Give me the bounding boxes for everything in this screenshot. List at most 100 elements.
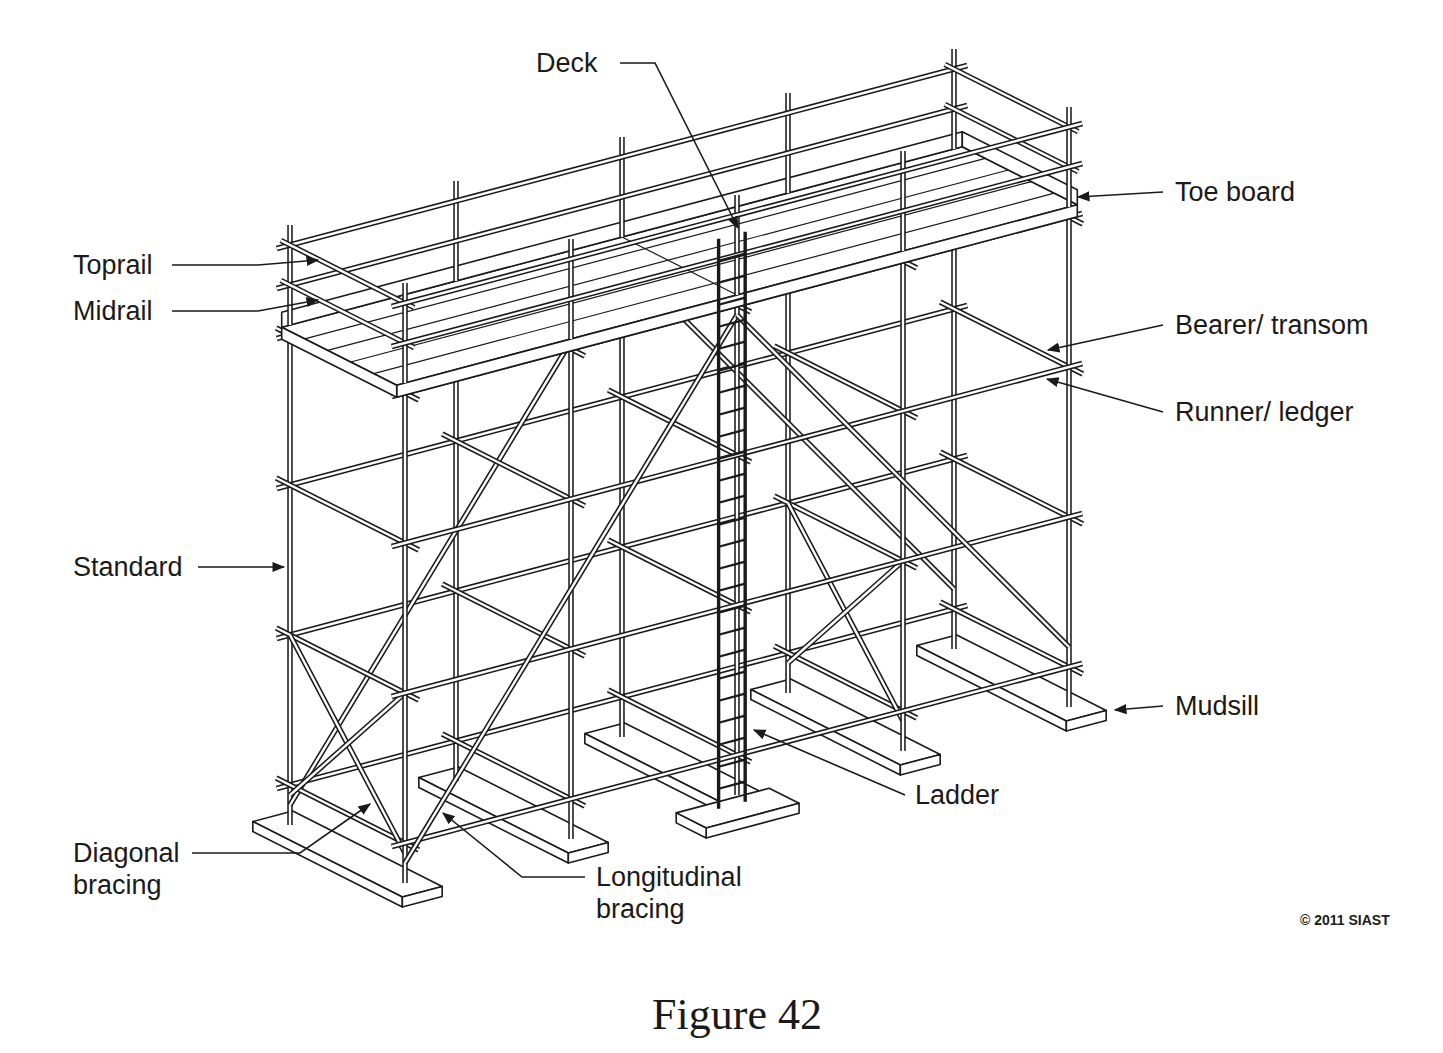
ladder-rung [719, 716, 746, 723]
standard-tube-core [1068, 207, 1070, 707]
mudsill-board [917, 635, 1106, 721]
bearer-tube [276, 628, 419, 700]
guard-rail [392, 163, 1083, 346]
leader-line [1115, 706, 1163, 710]
standard-tube [900, 251, 906, 751]
bearer-tube [442, 584, 585, 656]
guard-rail-core [392, 163, 1083, 346]
ladder-rung [719, 276, 746, 283]
guard-rail [277, 105, 968, 288]
leader-line [754, 730, 905, 795]
standard-tube [734, 295, 740, 795]
brace-tube-core [737, 315, 1069, 647]
part-label: Mudsill [1175, 690, 1259, 722]
ladder-rung [719, 298, 746, 305]
bearer-tube-core [442, 584, 585, 656]
ladder-rung [719, 540, 746, 547]
mudsill-board [751, 679, 940, 765]
ladder-rung [719, 408, 746, 415]
ladder-rung [719, 474, 746, 481]
standard-tube [619, 137, 625, 237]
ladder-rung [719, 606, 746, 613]
standard-tube [1066, 107, 1072, 207]
guard-rail-core [277, 105, 968, 288]
runner-tube-core [392, 513, 1083, 696]
leader-line [198, 566, 284, 568]
standard-tube-core [902, 151, 904, 251]
part-label: Diagonal bracing [73, 837, 223, 902]
ladder-rung [719, 628, 746, 635]
scaffold-drawing [253, 49, 1106, 907]
standard-tube-core [570, 239, 572, 339]
bearer-tube [608, 390, 751, 462]
leader-line [192, 804, 370, 853]
part-label: Longitudinal bracing [596, 861, 796, 926]
standard-tube-core [953, 49, 955, 149]
brace-tube [405, 315, 737, 863]
standard-tube [900, 151, 906, 251]
mudsill-board [568, 842, 608, 863]
mudsill-board [253, 811, 442, 897]
ladder-rung [719, 364, 746, 371]
ladder-rung [719, 562, 746, 569]
guard-rail [281, 240, 414, 307]
ladder-rung [719, 584, 746, 591]
part-label: Bearer/ transom [1175, 309, 1369, 341]
brace-tube [788, 503, 903, 721]
figure-caption: Figure 42 [652, 989, 822, 1042]
guard-rail-core [281, 240, 414, 307]
leader-line [620, 63, 738, 228]
bearer-tube [774, 346, 917, 418]
bearer-tube-core [608, 390, 751, 462]
standard-tube [287, 325, 293, 825]
bearer-tube [608, 540, 751, 612]
mudsill-board [900, 754, 940, 775]
ladder-rung [719, 320, 746, 327]
ladder-rung [719, 430, 746, 437]
standard-tube-core [621, 137, 623, 237]
runner-tube-core [392, 663, 1083, 846]
guard-rail-core [392, 123, 1083, 306]
ladder-rung [719, 342, 746, 349]
guard-rail [945, 64, 1078, 131]
copyright-note: © 2011 SIAST [1300, 912, 1390, 929]
leader-line [172, 260, 318, 265]
brace-tube [290, 693, 405, 795]
guard-rail-core [945, 104, 1078, 171]
bearer-tube [940, 302, 1083, 374]
mudsill-board [1066, 710, 1106, 731]
brace-tube-core [405, 315, 737, 863]
guard-rail [392, 123, 1083, 306]
deck-plank [328, 170, 1009, 350]
leader-line [1078, 192, 1163, 197]
part-label: Toe board [1175, 176, 1295, 208]
runner-tube [392, 363, 1083, 546]
guard-rail [281, 280, 414, 347]
ladder-rung [719, 782, 746, 789]
toe-board [282, 132, 963, 327]
standard-tube [734, 195, 740, 295]
brace-tube-core [788, 503, 903, 721]
part-label: Ladder [915, 779, 999, 811]
part-label: Toprail [73, 249, 153, 281]
leader-line [443, 813, 585, 877]
standard-tube-core [455, 181, 457, 281]
ladder-rung [719, 760, 746, 767]
standard-tube-core [404, 383, 406, 883]
bearer-tube [442, 434, 585, 506]
standard-tube-core [902, 251, 904, 751]
standard-tube [1066, 207, 1072, 707]
standard-tube-core [289, 225, 291, 325]
standard-tube-core [289, 325, 291, 825]
bearer-tube-core [442, 434, 585, 506]
standard-tube [402, 383, 408, 883]
ladder-rung [719, 496, 746, 503]
bearer-tube-core [774, 496, 917, 568]
standard-tube [287, 225, 293, 325]
brace-tube-core [290, 693, 405, 795]
part-label: Runner/ ledger [1175, 396, 1354, 428]
ladder-rung [719, 254, 746, 261]
leader-line [172, 300, 318, 311]
ladder-rung [719, 518, 746, 525]
